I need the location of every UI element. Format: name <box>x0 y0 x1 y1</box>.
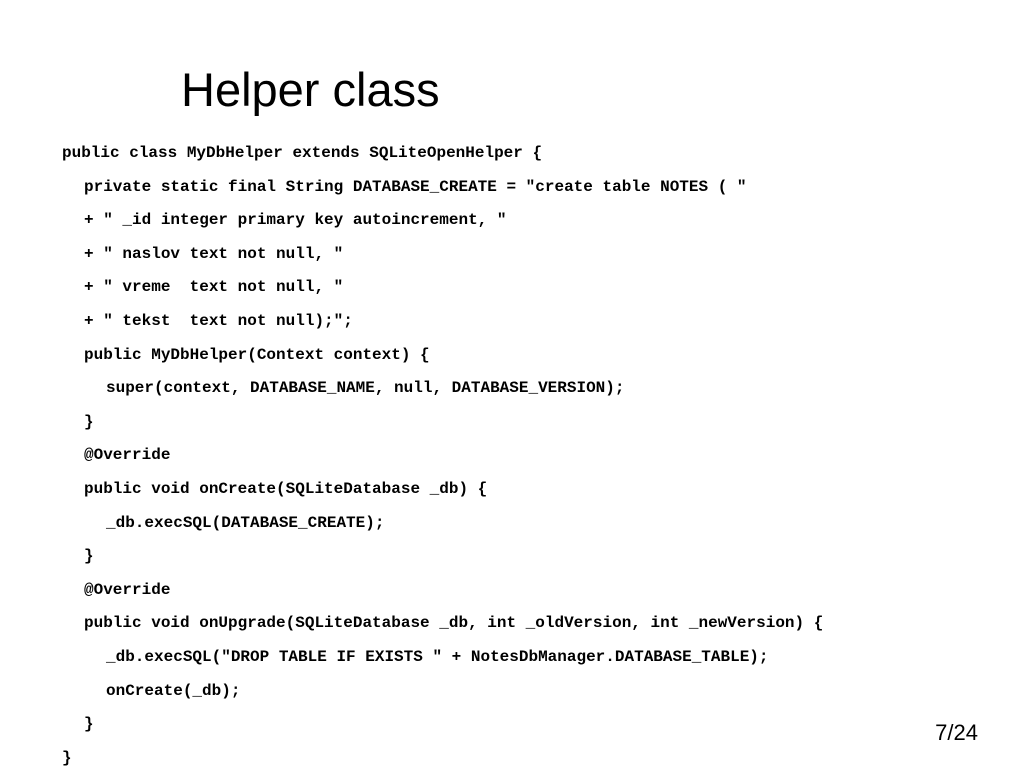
code-line: public class MyDbHelper extends SQLiteOp… <box>62 144 543 162</box>
code-line: + " naslov text not null, " <box>84 244 344 263</box>
slide-title: Helper class <box>181 63 440 116</box>
code-line: @Override <box>84 446 171 465</box>
page-number: 7/24 <box>935 720 978 745</box>
code-line: } <box>84 715 94 734</box>
code-line: super(context, DATABASE_NAME, null, DATA… <box>106 379 625 398</box>
code-block: public class MyDbHelper extends SQLiteOp… <box>62 140 823 778</box>
code-line: public MyDbHelper(Context context) { <box>84 345 430 364</box>
code-line: public void onCreate(SQLiteDatabase _db)… <box>84 479 488 498</box>
code-line: } <box>62 748 72 767</box>
code-line: + " vreme text not null, " <box>84 278 344 297</box>
code-line: onCreate(_db); <box>106 681 241 700</box>
code-line: _db.execSQL(DATABASE_CREATE); <box>106 513 385 532</box>
code-line: } <box>84 412 94 431</box>
code-line: public void onUpgrade(SQLiteDatabase _db… <box>84 614 824 633</box>
code-line: + " _id integer primary key autoincremen… <box>84 211 507 230</box>
code-line: private static final String DATABASE_CRE… <box>84 177 747 196</box>
code-line: } <box>84 547 94 566</box>
code-line: + " tekst text not null);"; <box>84 311 353 330</box>
code-line: _db.execSQL("DROP TABLE IF EXISTS " + No… <box>106 647 769 666</box>
code-line: @Override <box>84 580 171 599</box>
